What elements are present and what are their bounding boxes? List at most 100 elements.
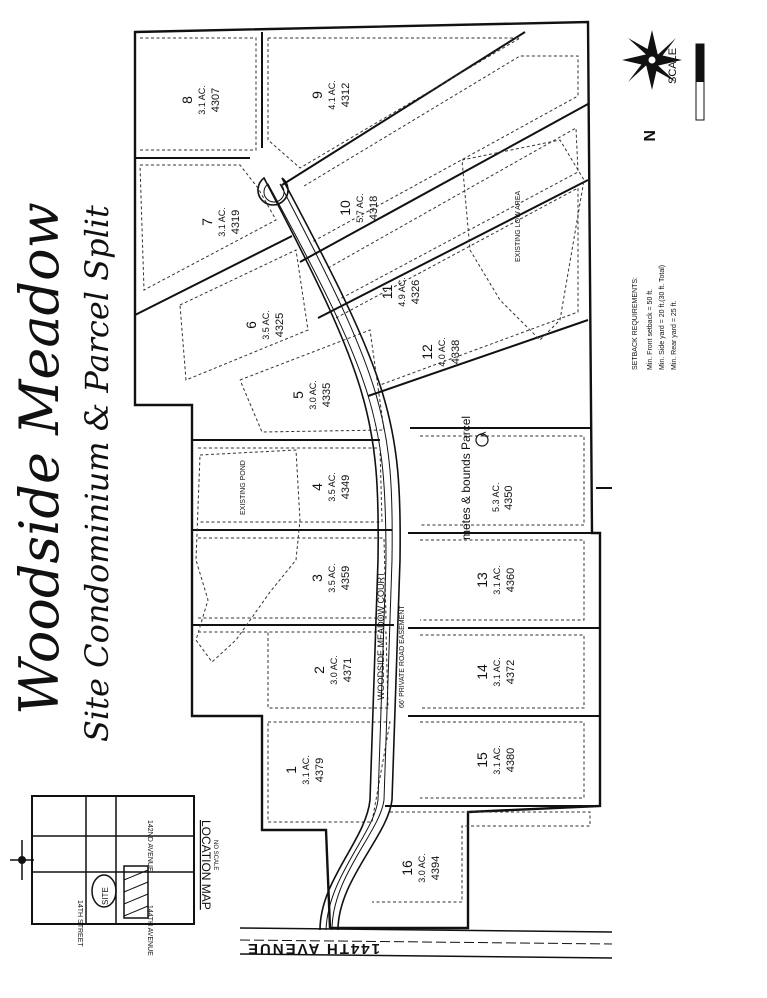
- lot-acres: 3.5 AC.: [261, 310, 271, 340]
- lot-addr: 4318: [368, 196, 380, 220]
- lot-acres: 3.1 AC.: [301, 755, 311, 785]
- lot-addr: 4372: [505, 660, 517, 684]
- lot-acres: 3.1 AC.: [492, 565, 502, 595]
- lot-acres: 3.1 AC.: [217, 207, 227, 237]
- lot-num: 9: [309, 91, 325, 99]
- lot-acres: 4.9 AC.: [397, 277, 407, 307]
- lot-addr: 4359: [340, 566, 352, 590]
- court-label: WOODSIDE MEADOW COURT: [376, 571, 386, 700]
- lot-addr: 4325: [274, 313, 286, 337]
- plan-title: Woodside Meadow: [8, 202, 71, 715]
- lot-acres: 3.1 AC.: [492, 745, 502, 775]
- lot-acres: 3.5 AC.: [327, 563, 337, 593]
- location-map-ave-144: 144TH AVENUE: [146, 905, 153, 956]
- existing-pond: EXISTING POND: [195, 449, 301, 663]
- lot-acres: 3.5 AC.: [327, 472, 337, 502]
- location-map-scale: NO SCALE: [212, 840, 218, 870]
- lot-num: 4: [309, 483, 325, 491]
- lot-acres: 3.0 AC.: [329, 655, 339, 685]
- lot-num: 15: [474, 752, 490, 768]
- low-area-label: EXISTING LOW AREA: [515, 190, 522, 262]
- lot-num: 7: [199, 218, 215, 226]
- lot-num: 11: [379, 285, 395, 300]
- plan-subtitle: Site Condominium & Parcel Split: [78, 205, 116, 742]
- lot-addr: 4360: [505, 568, 517, 592]
- location-map: SITE 14TH STREET 142ND AVENUE 144TH AVEN…: [10, 795, 218, 956]
- scale-bar: SCALE: [667, 43, 705, 121]
- lot-addr: 4319: [230, 210, 242, 234]
- lot-addr: 4307: [210, 88, 222, 112]
- parcel-a-name: metes & bounds Parcel: [459, 416, 473, 540]
- lot-num: 10: [337, 200, 353, 216]
- site-marker-icon: [91, 874, 117, 908]
- parcel-a-acres: 5.3 AC.: [491, 482, 501, 512]
- north-arrow-icon: [622, 30, 682, 90]
- existing-low-area: EXISTING LOW AREA: [461, 139, 585, 341]
- parcel-a-badge: A: [479, 431, 488, 437]
- setback-front: Min. Front setback = 50 ft.: [647, 289, 654, 370]
- lot-num: 6: [243, 321, 259, 329]
- pond-label: EXISTING POND: [240, 460, 247, 515]
- lot-num: 1: [283, 766, 299, 774]
- setback-lines: [139, 37, 591, 903]
- parcel-a: metes & bounds Parcel A 5.3 AC. 4350: [459, 416, 515, 540]
- location-north-arrow-icon: [10, 840, 34, 880]
- setback-requirements: SETBACK REQUIREMENTS: Min. Front setback…: [632, 265, 678, 370]
- lot-addr: 4349: [340, 475, 352, 499]
- lot-addr: 4379: [314, 758, 326, 782]
- lot-addr: 4380: [505, 748, 517, 772]
- lot-addr: 4312: [340, 83, 352, 107]
- lot-acres: 3.1 AC.: [492, 657, 502, 687]
- private-road: [257, 176, 401, 931]
- scale-label: SCALE: [667, 48, 679, 84]
- lot-acres: 5.7 AC.: [355, 193, 365, 223]
- lot-num: 13: [474, 572, 490, 588]
- lot-addr: 4394: [430, 856, 442, 880]
- lot-num: 14: [474, 664, 490, 680]
- location-map-label: LOCATION MAP: [199, 820, 213, 910]
- lot-acres: 4.1 AC.: [327, 80, 337, 110]
- avenue-144-label: 144TH AVENUE: [246, 940, 380, 957]
- lot-acres: 3.0 AC.: [417, 853, 427, 883]
- lot-num: 2: [311, 666, 327, 674]
- lot-acres: 3.1 AC.: [197, 85, 207, 115]
- lot-addr: 4338: [450, 340, 462, 364]
- location-map-street: 14TH STREET: [76, 900, 83, 947]
- lot-acres: 3.0 AC.: [308, 380, 318, 410]
- lot-num: 3: [309, 574, 325, 582]
- site-label: SITE: [101, 887, 110, 905]
- parcel-a-addr: 4350: [503, 486, 515, 510]
- lot-addr: 4326: [410, 280, 422, 304]
- easement-label: 66' PRIVATE ROAD EASEMENT: [399, 605, 406, 708]
- setback-heading: SETBACK REQUIREMENTS:: [632, 277, 639, 370]
- lot-addr: 4371: [342, 658, 354, 682]
- parcel-a-badge-icon: [475, 433, 489, 447]
- lot-num: 8: [179, 96, 195, 104]
- north-label: N: [640, 130, 657, 142]
- lot-lines: [134, 31, 600, 807]
- setback-side: Min. Side yard = 20 ft.(30 ft. Total): [659, 265, 666, 370]
- site-boundary: [133, 20, 602, 930]
- lot-num: 16: [399, 860, 415, 876]
- lot-addr: 4335: [321, 383, 333, 407]
- setback-rear: Min. Rear yard = 25 ft.: [671, 300, 678, 370]
